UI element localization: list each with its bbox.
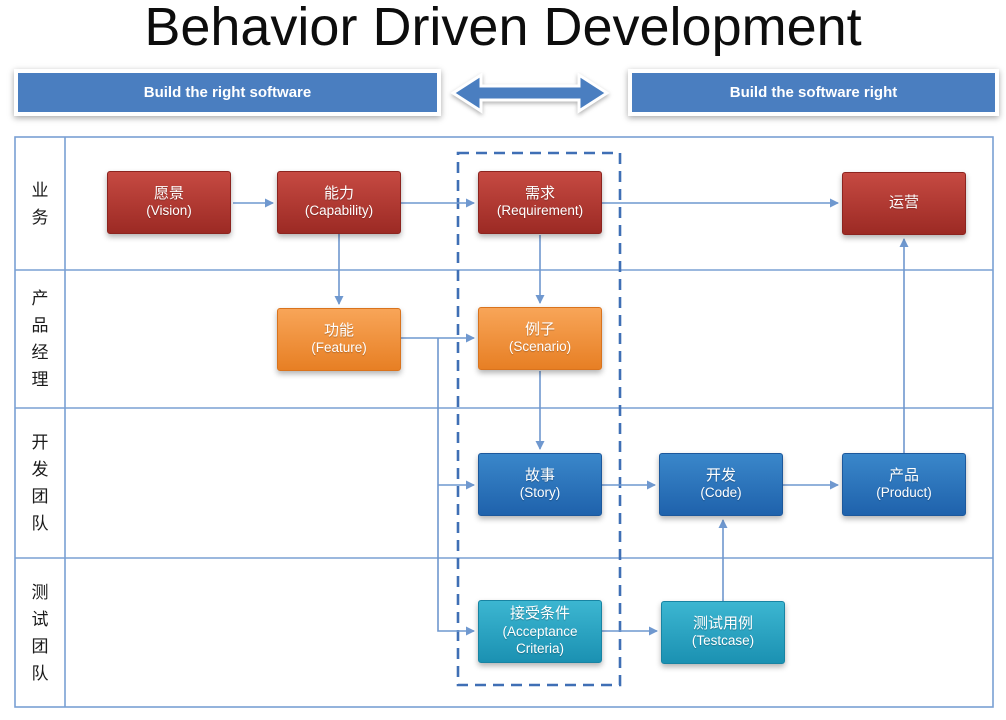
node-product: 产品 (Product) (842, 453, 966, 516)
swimlane-label-product-manager: 产品经理 (31, 289, 49, 389)
page-title: Behavior Driven Development (144, 0, 862, 57)
node-capability: 能力 (Capability) (277, 171, 401, 234)
swimlane-label-test-team: 测试团队 (31, 582, 49, 683)
node-testcase: 测试用例 (Testcase) (661, 601, 785, 664)
swimlane-grid (14, 136, 994, 708)
node-vision: 愿景 (Vision) (107, 171, 231, 234)
node-code: 开发 (Code) (659, 453, 783, 516)
node-operation: 运营 (842, 172, 966, 235)
swimlane-label-dev-team: 开发团队 (31, 433, 49, 533)
banner-left-label: Build the right software (143, 84, 312, 101)
node-acceptance-criteria: 接受条件 (Acceptance Criteria) (478, 600, 602, 663)
swimlane-label-business: 业务 (31, 180, 49, 227)
node-feature: 功能 (Feature) (277, 308, 401, 371)
double-arrow-icon (450, 72, 610, 114)
node-scenario: 例子 (Scenario) (478, 307, 602, 370)
dashed-focus-rect (456, 151, 622, 687)
banner-build-right-software: Build the right software (14, 69, 441, 116)
banner-right-label: Build the software right (729, 84, 898, 101)
node-story: 故事 (Story) (478, 453, 602, 516)
node-requirement: 需求 (Requirement) (478, 171, 602, 234)
banner-build-software-right: Build the software right (628, 69, 999, 116)
connector-arrows (233, 198, 909, 636)
